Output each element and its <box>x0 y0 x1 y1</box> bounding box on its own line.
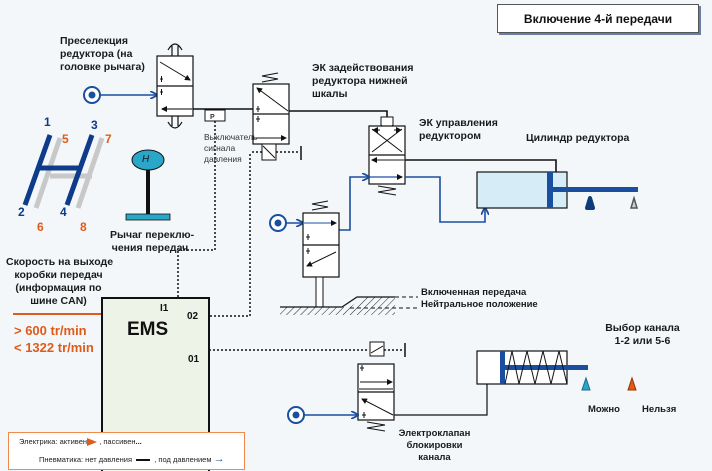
ems-output-01: 01 <box>188 354 200 365</box>
legend-pneumatic-label: Пневматика: нет давления <box>39 455 133 464</box>
neutral-label: Нейтральное положение <box>421 299 538 310</box>
legend-pneumatic: Пневматика: нет давления , под давлением… <box>39 453 225 465</box>
electric-line-02 <box>210 152 251 317</box>
ek-low-range-valve <box>250 72 302 161</box>
speed-min: > 600 tr/min <box>14 323 87 338</box>
channel-lock-valve <box>287 341 488 432</box>
gear-position-valve <box>269 200 340 308</box>
gear-6: 6 <box>37 220 44 234</box>
range-high-marker <box>629 195 639 209</box>
diagram-title: Включение 4-й передачи <box>497 4 699 33</box>
electric-line-i1 <box>177 180 216 300</box>
gear-7: 7 <box>105 132 112 146</box>
forbidden-label: Нельзя <box>642 404 677 415</box>
pressure-switch <box>204 109 226 180</box>
channel-cylinder <box>476 350 637 391</box>
ems-input-i1: I1 <box>160 303 169 314</box>
forbidden-marker <box>627 376 637 391</box>
shift-cam-ground <box>280 296 418 315</box>
preselection-valve <box>156 43 194 129</box>
shift-pattern <box>22 134 105 209</box>
range-cylinder <box>476 171 639 210</box>
gear-8: 8 <box>80 220 87 234</box>
pressure-arrow-icon: → <box>213 453 225 465</box>
gear-lever-label: Рычаг переклю-чения передач <box>110 229 195 254</box>
legend-electric-label: Электрика: активен <box>19 437 88 446</box>
legend-electric: Электрика: активен , пассивен... <box>19 437 142 447</box>
pneumatic-line <box>289 110 388 117</box>
gear-engaged-label: Включенная передача <box>421 287 527 298</box>
legend-electric-passive: , пассивен <box>99 437 136 446</box>
gear-5: 5 <box>62 132 69 146</box>
gear-1: 1 <box>44 115 51 129</box>
legend-pneumatic-pressure: , под давлением <box>154 455 212 464</box>
gear-4: 4 <box>60 205 67 219</box>
ek-range-control-valve <box>368 116 406 196</box>
gear-2: 2 <box>18 205 25 219</box>
pressure-line <box>338 177 369 231</box>
lever-knob-label: H <box>142 154 150 165</box>
allowed-label: Можно <box>588 404 620 415</box>
speed-max: < 1322 tr/min <box>14 340 94 355</box>
pneumatic-line <box>405 159 557 173</box>
legend: Электрика: активен , пассивен... Пневмат… <box>8 432 245 470</box>
air-source-preselection <box>83 86 157 104</box>
range-cylinder-label: Цилиндр редуктора <box>526 132 630 144</box>
range-low-marker <box>585 196 595 210</box>
no-pressure-line-icon <box>136 459 151 462</box>
pressure-tag: P <box>210 114 215 121</box>
gear-lever <box>125 149 171 221</box>
ems-output-02: 02 <box>187 311 199 322</box>
active-arrow-icon <box>87 438 98 447</box>
pressure-line <box>405 176 485 223</box>
allowed-marker <box>581 376 591 391</box>
gear-3: 3 <box>91 118 98 132</box>
ems-title: EMS <box>127 319 169 340</box>
